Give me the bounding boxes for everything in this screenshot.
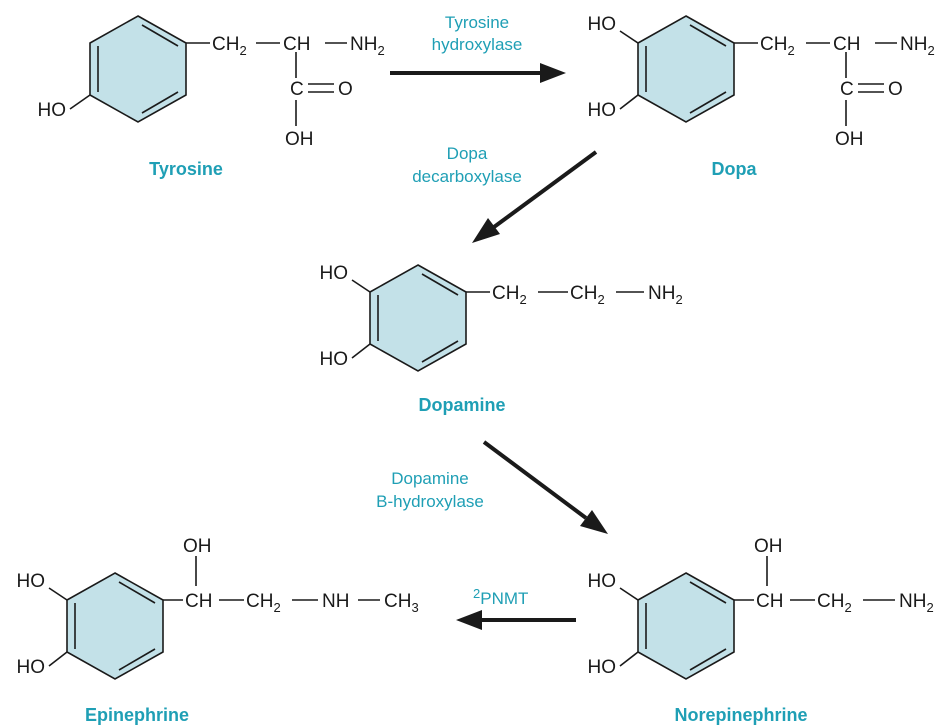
enzyme-pnmt: 2PNMT [473,586,528,608]
reaction-arrows [390,63,608,630]
epinephrine-name: Epinephrine [85,705,189,725]
epinephrine-oh-label: OH [183,536,212,557]
enzyme-tyrosine-hydroxylase: Tyrosine hydroxylase [432,13,523,54]
dopa-c-label: C [840,79,854,100]
enzyme-dopamine-b-hydroxylase: Dopamine B-hydroxylase [376,469,484,511]
epinephrine-structure: HO HO OH CH CH2 NH CH3 Epinephrine [17,536,419,725]
dopa-name: Dopa [712,159,758,179]
norepinephrine-ch2-label: CH2 [817,591,852,615]
tyrosine-ch2-label: CH2 [212,34,247,58]
enzyme-dopa-decarboxylase-line1: Dopa [447,144,488,163]
dopamine-name: Dopamine [418,395,505,415]
dopamine-ho-top-label: HO [320,263,349,284]
dopamine-ring-double-bonds [377,273,459,363]
tyrosine-c-label: C [290,79,304,100]
norepinephrine-ho-bottom-label: HO [588,657,617,678]
dopa-ho-bottom-label: HO [588,100,617,121]
arrow-dopa-to-dopamine [472,150,598,243]
dopa-structure: HO HO CH2 CH NH2 C O OH Dopa [588,14,935,179]
dopamine-nh2-label: NH2 [648,283,683,307]
dopa-ho-top-label: HO [588,14,617,35]
norepinephrine-ho-top-label: HO [588,571,617,592]
dopa-benzene-ring [637,15,735,123]
dopa-ch-label: CH [833,34,860,55]
dopamine-ch2a-label: CH2 [492,283,527,307]
arrow-norepinephrine-to-epinephrine [456,610,576,630]
epinephrine-ch2-label: CH2 [246,591,281,615]
tyrosine-o-label: O [338,79,353,100]
enzyme-dopamine-b-hydroxylase-line1: Dopamine [391,469,469,488]
epinephrine-benzene-ring [66,572,164,680]
norepinephrine-oh-label: OH [754,536,783,557]
epinephrine-ch3-label: CH3 [384,591,419,615]
enzyme-dopamine-b-hydroxylase-line2: B-hydroxylase [376,492,484,511]
norepinephrine-benzene-ring [637,572,735,680]
enzyme-tyrosine-hydroxylase-line2: hydroxylase [432,35,523,54]
dopamine-ch2b-label: CH2 [570,283,605,307]
enzyme-dopa-decarboxylase-line2: decarboxylase [412,167,522,186]
norepinephrine-structure: HO HO OH CH CH2 NH2 Norepinephrine [588,536,934,725]
tyrosine-structure: HO CH2 CH NH2 C O OH Tyrosine [38,15,385,179]
dopamine-structure: HO HO CH2 CH2 NH2 Dopamine [320,263,683,415]
tyrosine-name: Tyrosine [149,159,223,179]
dopa-nh2-label: NH2 [900,34,935,58]
dopa-ch2-label: CH2 [760,34,795,58]
epinephrine-ho-bottom-label: HO [17,657,46,678]
arrow-dopamine-to-norepinephrine [482,440,608,534]
dopamine-ho-bottom-label: HO [320,349,349,370]
epinephrine-ring-double-bonds [74,581,156,671]
tyrosine-oh-label: OH [285,129,314,150]
epinephrine-nh-label: NH [322,591,349,612]
tyrosine-nh2-label: NH2 [350,34,385,58]
enzyme-dopa-decarboxylase: Dopa decarboxylase [412,144,522,186]
dopa-ring-double-bonds [645,24,727,114]
dopamine-benzene-ring [369,264,467,372]
enzyme-pnmt-label: 2PNMT [473,586,528,608]
tyrosine-ring-double-bonds [97,24,179,114]
epinephrine-ch-label: CH [185,591,212,612]
tyrosine-benzene-ring [89,15,187,123]
norepinephrine-ch-label: CH [756,591,783,612]
epinephrine-ho-top-label: HO [17,571,46,592]
tyrosine-ch-label: CH [283,34,310,55]
enzyme-labels: Tyrosine hydroxylase Dopa decarboxylase … [376,13,528,608]
enzyme-tyrosine-hydroxylase-line1: Tyrosine [445,13,509,32]
dopa-o-label: O [888,79,903,100]
tyrosine-ho-label: HO [38,100,67,121]
arrow-tyrosine-to-dopa [390,63,566,83]
norepinephrine-ring-double-bonds [645,581,727,671]
norepinephrine-name: Norepinephrine [674,705,807,725]
dopa-oh-label: OH [835,129,864,150]
norepinephrine-nh2-label: NH2 [899,591,934,615]
